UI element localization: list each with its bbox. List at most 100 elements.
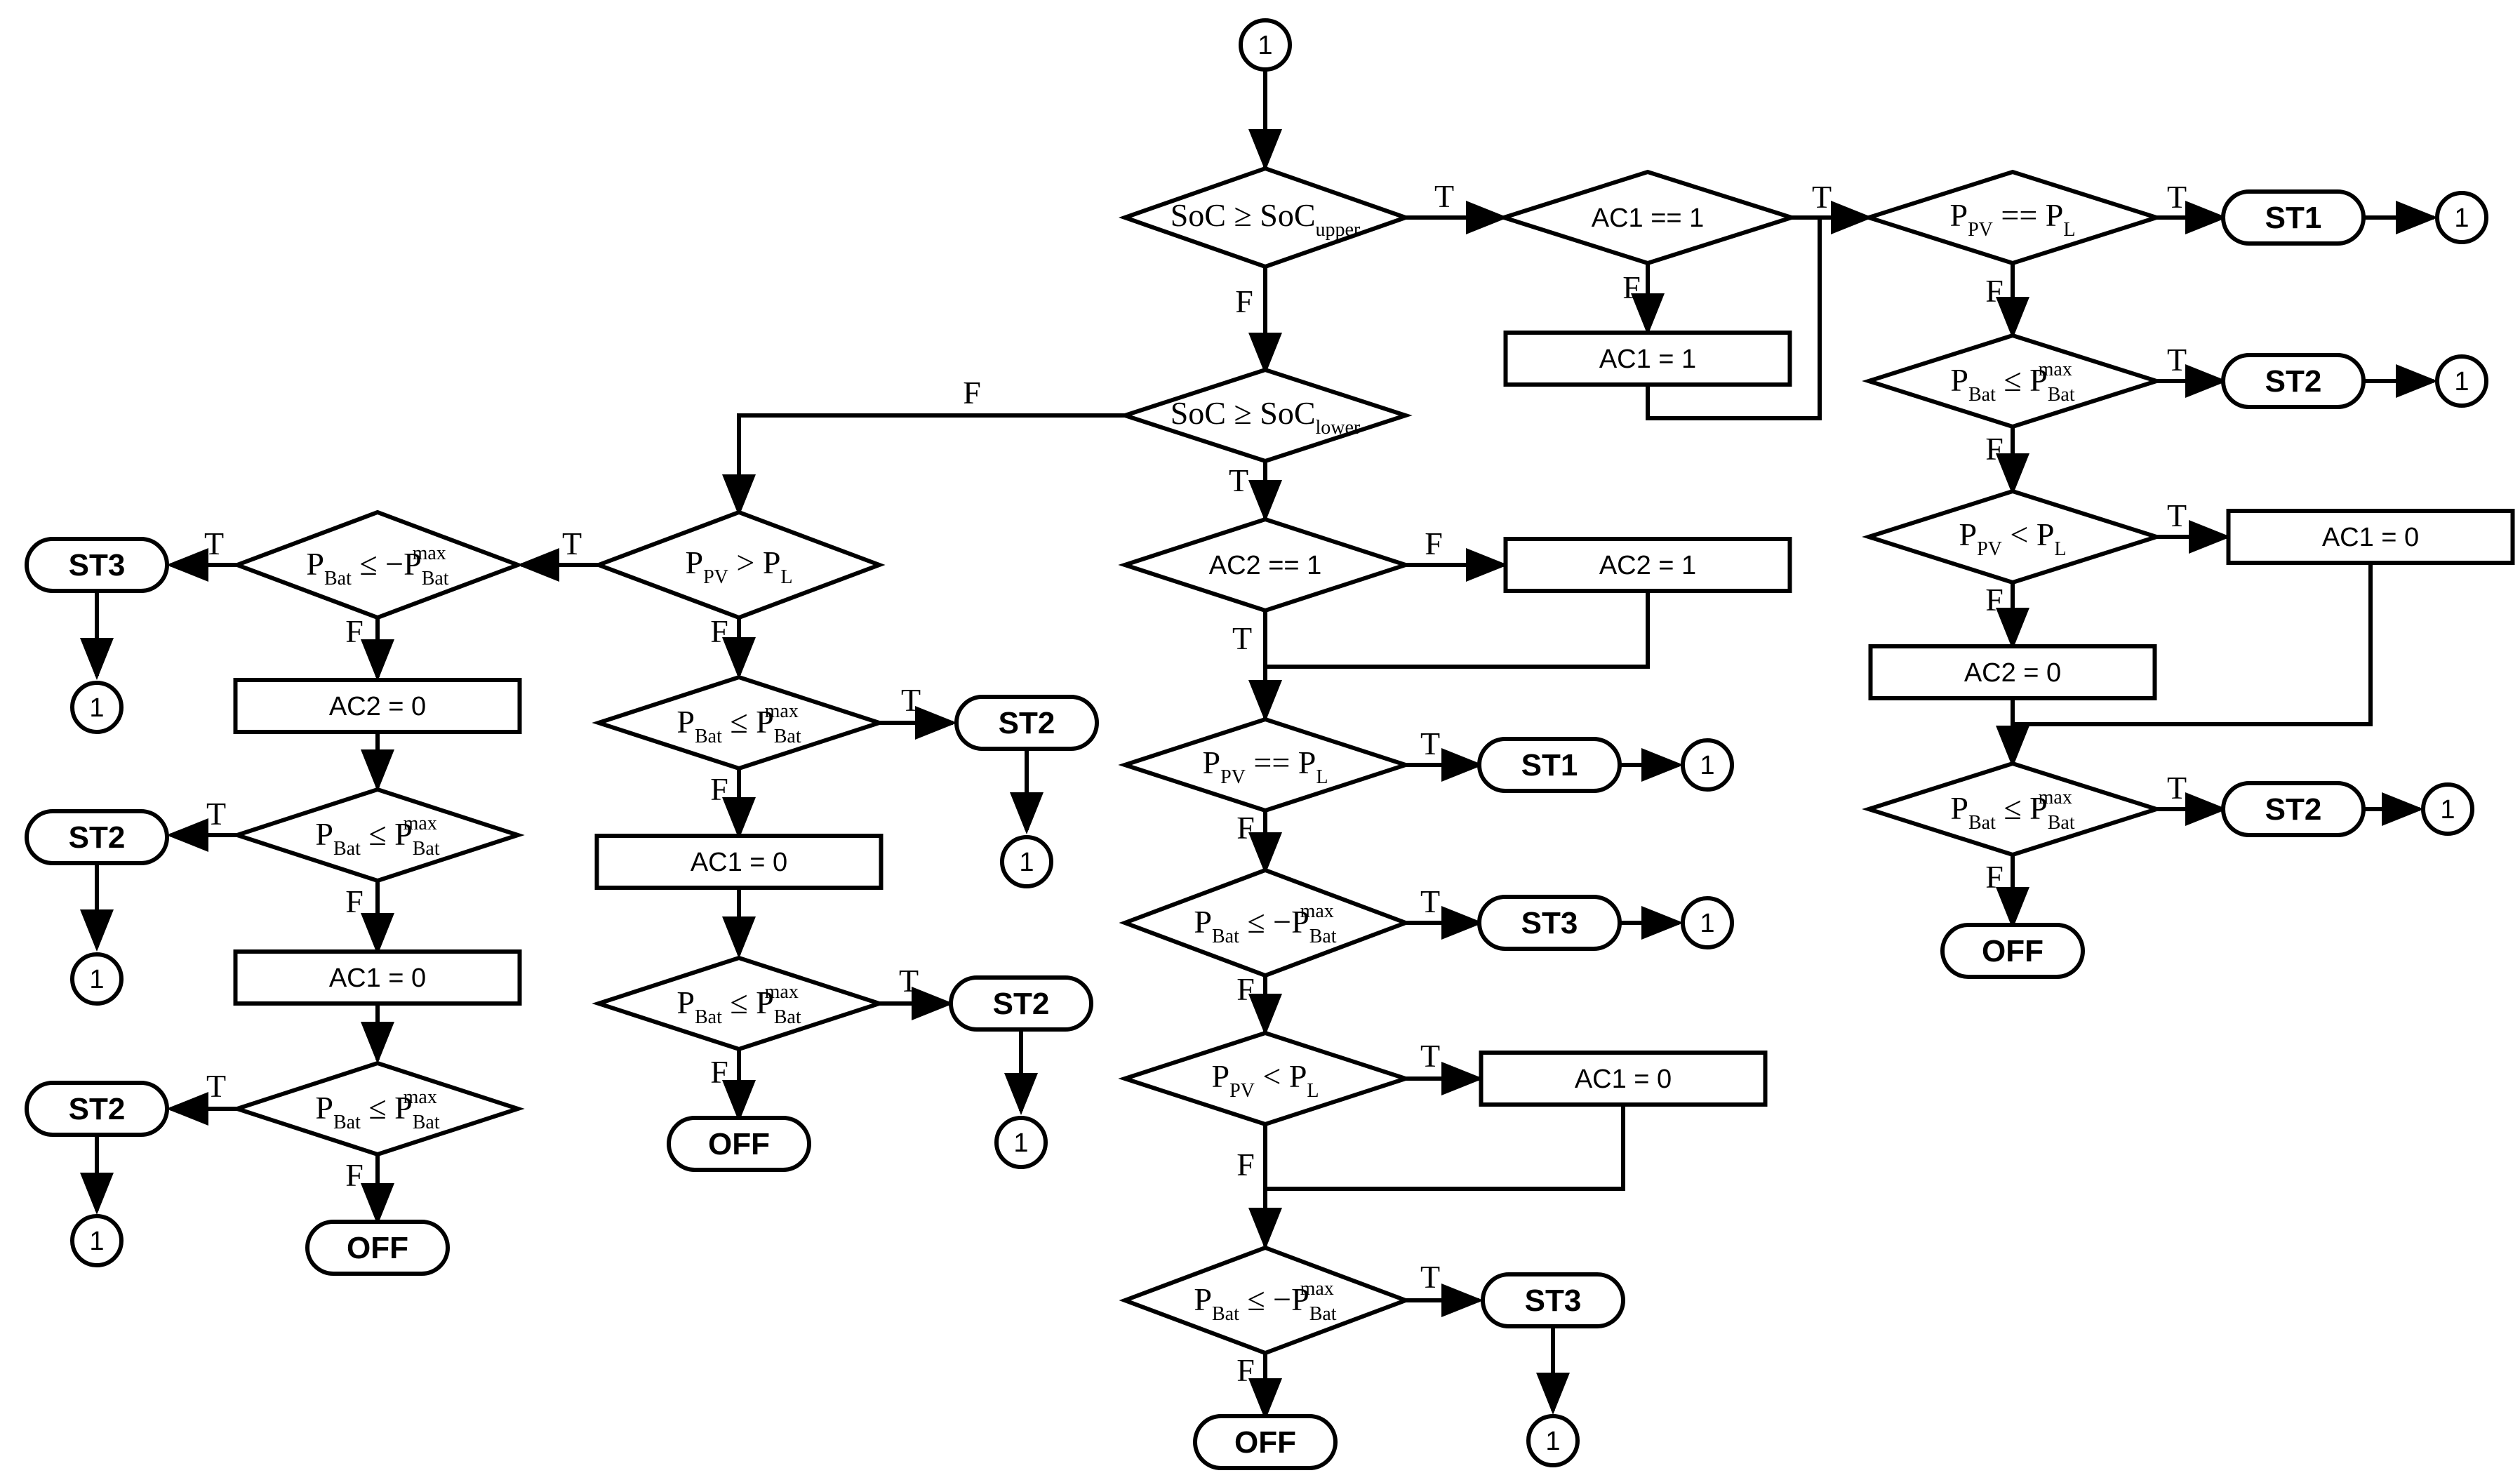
process-ac2-set1 (1503, 537, 1792, 593)
terminal-off-right (1940, 923, 2085, 979)
decision-pv-gt-pl (592, 509, 886, 620)
label-midleft-bat2-f: F (710, 1054, 728, 1090)
terminal-st2-left2-label: ST2 (69, 1092, 126, 1126)
connector-midleft-1 (1000, 835, 1053, 888)
connector-right-1-label: 1 (2454, 204, 2469, 233)
decision-bat-le-midleft2 (592, 955, 886, 1052)
cond-bat-neg-left: PBat ≤ −PBatmax (306, 542, 448, 589)
terminal-off-center (1193, 1414, 1338, 1470)
terminal-st2-right2 (2221, 781, 2366, 837)
label-pv-gt-f: F (710, 613, 728, 649)
label-ac1-eq-f: F (1622, 269, 1641, 305)
process-ac1-set0-center (1479, 1051, 1768, 1107)
terminal-st2-right1-label: ST2 (2265, 364, 2322, 399)
label-midleft-bat2-t: T (899, 963, 919, 999)
terminal-st1-center-label: ST1 (1521, 748, 1578, 782)
cond-pv-eq-pl-right: PPV == PL (1950, 197, 2076, 241)
cond-bat-le-left1: PBat ≤ PBatmax (315, 813, 439, 860)
cond-pv-lt-pl-right: PPV < PL (1959, 516, 2066, 560)
connector-right-1 (2435, 191, 2488, 244)
cond-pv-gt-pl: PPV > PL (685, 545, 792, 588)
process-ac1-set1-top (1503, 331, 1792, 387)
decision-bat-neg-center2 (1119, 1245, 1412, 1356)
cond-ac2-eq: AC2 == 1 (1209, 551, 1322, 580)
process-ac1-set0-right (2226, 509, 2515, 565)
terminal-st1-right-label: ST1 (2265, 201, 2322, 235)
label-right-pv-lt-f: F (1985, 582, 2004, 618)
terminal-st3-center1-label: ST3 (1521, 906, 1578, 940)
connector-right-3 (2421, 782, 2474, 836)
label-midleft-bat1-f: F (710, 771, 728, 807)
connector-midleft-2 (994, 1116, 1048, 1169)
connector-left-2-label: 1 (89, 965, 104, 994)
edge-center-ac1-set0-merge (1265, 1105, 1625, 1191)
label-left-bat-neg-t: T (204, 526, 224, 561)
decision-pv-lt-pl-center (1118, 1030, 1413, 1127)
decision-soc-upper (1118, 166, 1413, 269)
label-right-bat1-t: T (2167, 342, 2187, 378)
label-midleft-bat1-t: T (901, 682, 921, 718)
process-ac2-set0-right (1868, 644, 2157, 700)
label-left-bat2-f: F (345, 1157, 364, 1193)
decision-ac2-eq (1118, 516, 1413, 613)
decision-bat-le-left2 (230, 1060, 525, 1157)
terminal-st2-midleft2-label: ST2 (993, 987, 1050, 1021)
cond-bat-le-left2: PBat ≤ PBatmax (315, 1086, 439, 1133)
label-soc-lower-t: T (1229, 462, 1248, 498)
label-center-bat2-t: T (1420, 1259, 1440, 1295)
terminal-st2-midleft1 (954, 695, 1099, 751)
label-center-pv-lt-t: T (1420, 1038, 1440, 1074)
connector-left-1 (70, 681, 124, 734)
connector-center-3 (1526, 1414, 1580, 1467)
label-right-bat2-t: T (2167, 770, 2187, 806)
cond-ac1-eq: AC1 == 1 (1592, 204, 1705, 233)
label-left-bat1-f: F (345, 884, 364, 919)
label-right-pv-eq-t: T (2167, 179, 2187, 215)
terminal-st1-center (1477, 737, 1622, 793)
label-pv-gt-t: T (562, 526, 582, 561)
connector-right-2-label: 1 (2454, 367, 2469, 396)
terminal-st2-right1 (2221, 353, 2366, 409)
process-ac1-set0-left (233, 949, 522, 1006)
label-center-bat1-t: T (1420, 884, 1440, 919)
decision-bat-neg-left (231, 509, 524, 620)
connector-top-label: 1 (1258, 31, 1272, 60)
label-center-bat2-f: F (1236, 1352, 1255, 1388)
edge-ac2-set1-merge (1265, 591, 1650, 669)
label-right-bat1-f: F (1985, 431, 2004, 467)
terminal-off-midleft (667, 1116, 811, 1172)
decision-bat-le-midleft1 (592, 674, 886, 771)
cond-soc-upper: SoC ≥ SoCupper (1171, 197, 1361, 241)
cond-bat-le-midleft2: PBat ≤ PBatmax (676, 981, 801, 1028)
cond-pv-eq-pl-center: PPV == PL (1203, 745, 1328, 788)
terminal-st3-center2 (1481, 1272, 1625, 1328)
decision-bat-le-left1 (230, 787, 525, 884)
cond-bat-le-right2: PBat ≤ PBatmax (1950, 787, 2074, 834)
connector-right-2 (2435, 354, 2488, 408)
terminal-st1-right (2221, 189, 2366, 246)
label-left-bat-neg-f: F (345, 613, 364, 649)
connector-midleft-2-label: 1 (1013, 1128, 1028, 1158)
decision-pv-lt-pl-right (1862, 488, 2164, 585)
process-ac1-set0-midleft (594, 834, 884, 890)
label-left-bat1-t: T (206, 796, 226, 832)
label-right-pv-lt-t: T (2167, 498, 2187, 533)
process-ac2-set1-label: AC2 = 1 (1599, 551, 1696, 580)
cond-bat-neg-center1: PBat ≤ −PBatmax (1194, 900, 1336, 947)
terminal-st3-left (25, 537, 169, 593)
process-ac1-set0-right-label: AC1 = 0 (2322, 523, 2419, 552)
connector-left-1-label: 1 (89, 693, 104, 723)
label-soc-upper-t: T (1434, 178, 1454, 214)
decision-bat-le-right1 (1862, 333, 2164, 429)
connector-center-2 (1681, 896, 1734, 949)
connector-center-2-label: 1 (1700, 909, 1714, 938)
label-left-bat2-t: T (206, 1068, 226, 1104)
label-center-pv-eq-t: T (1420, 726, 1440, 761)
terminal-st2-midleft2 (949, 975, 1093, 1032)
terminal-off-midleft-label: OFF (708, 1127, 770, 1161)
connector-right-3-label: 1 (2440, 795, 2455, 825)
process-ac1-set0-left-label: AC1 = 0 (329, 964, 426, 993)
process-ac2-set0-right-label: AC2 = 0 (1964, 658, 2061, 688)
terminal-off-left (305, 1220, 450, 1276)
cond-bat-le-right1: PBat ≤ PBatmax (1950, 359, 2074, 406)
